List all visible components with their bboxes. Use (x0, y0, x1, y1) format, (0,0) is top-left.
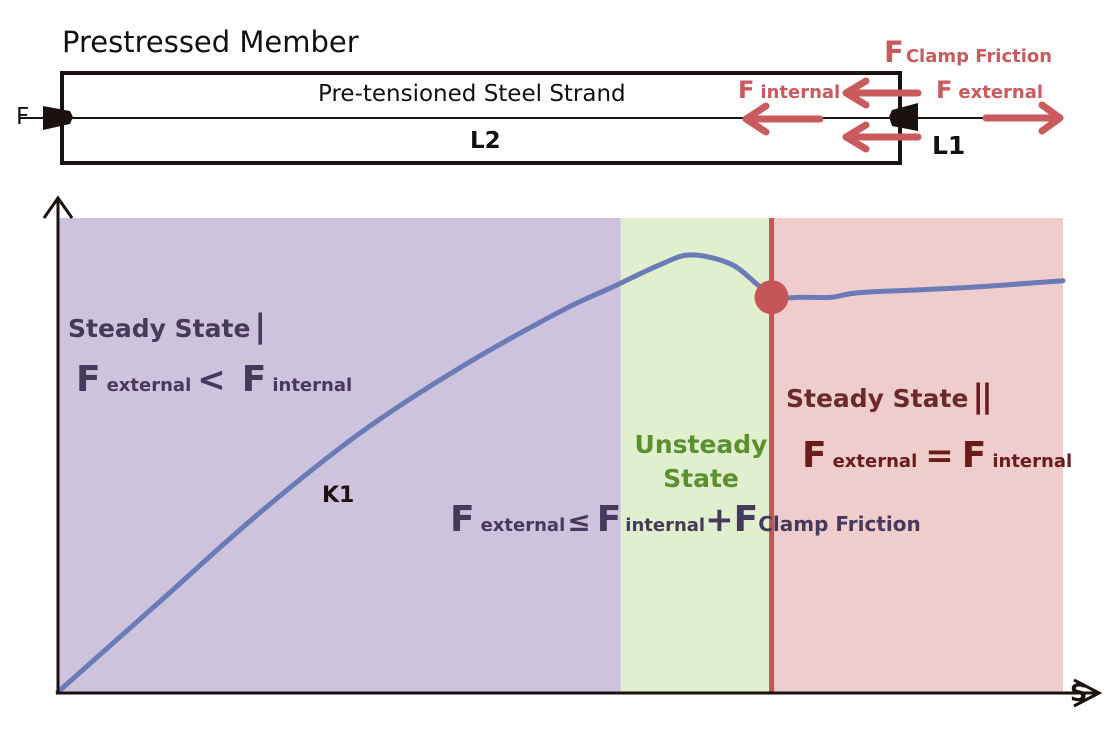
y-axis-arrow-icon (42, 195, 74, 219)
arrow-external (982, 101, 1064, 135)
force-subscript: Clamp Friction (905, 46, 1053, 67)
force-subscript: external (832, 451, 918, 472)
force-symbol: F (884, 35, 904, 69)
x-axis-label: S (1070, 679, 1088, 707)
unsteady-state-title: Unsteady State (618, 428, 784, 496)
relation-operator: < (197, 360, 226, 400)
length-l1-label: L1 (932, 131, 966, 160)
strand-label: Pre-tensioned Steel Strand (318, 81, 626, 107)
force-symbol: F (76, 359, 101, 400)
force-subscript: Clamp Friction (758, 512, 921, 536)
relation-operator: ≤ (567, 505, 591, 538)
force-subscript: external (480, 515, 566, 536)
left-anchor-icon (43, 106, 73, 130)
force-symbol: F (733, 499, 759, 540)
roman-numeral: | (254, 307, 267, 345)
force-subscript: internal (992, 451, 1073, 472)
length-l2-label: L2 (470, 128, 501, 154)
left-force-label: F (16, 104, 30, 130)
force-subscript: external (958, 82, 1044, 103)
force-symbol: F (961, 435, 987, 476)
slope-k1-label: K1 (322, 483, 355, 508)
right-anchor-icon (889, 103, 918, 131)
force-subscript: internal (760, 82, 841, 103)
load-displacement-curve (55, 252, 1066, 695)
force-subscript: external (106, 375, 192, 396)
region-title: Steady State (68, 314, 251, 343)
arrow-clamp-friction-top (842, 77, 922, 109)
band-unsteady-state (620, 218, 772, 692)
band-steady-state-1 (58, 218, 621, 692)
force-subscript: internal (272, 375, 353, 396)
arrow-clamp-friction-bottom (842, 121, 922, 153)
relation-operator: = (925, 436, 954, 476)
force-subscript: internal (625, 515, 706, 536)
arrow-internal-strand (742, 102, 824, 136)
force-symbol: F (936, 76, 953, 104)
steady-state-2-title: Steady State|| (786, 377, 993, 415)
force-symbol: F (241, 359, 267, 400)
force-symbol: F (802, 435, 827, 476)
force-symbol: F (450, 499, 475, 540)
roman-numeral: || (972, 377, 992, 415)
member-title: Prestressed Member (62, 25, 359, 59)
critical-point-marker (754, 280, 789, 315)
force-symbol: F (738, 76, 755, 104)
region-title: Steady State (786, 384, 969, 413)
x-axis-arrow-icon (1073, 678, 1103, 708)
region-title-line1: Unsteady (634, 430, 768, 459)
force-symbol: F (596, 499, 622, 540)
plus-operator: + (705, 500, 734, 540)
steady-state-1-title: Steady State| (68, 310, 266, 342)
region-title-line2: State (663, 464, 739, 493)
